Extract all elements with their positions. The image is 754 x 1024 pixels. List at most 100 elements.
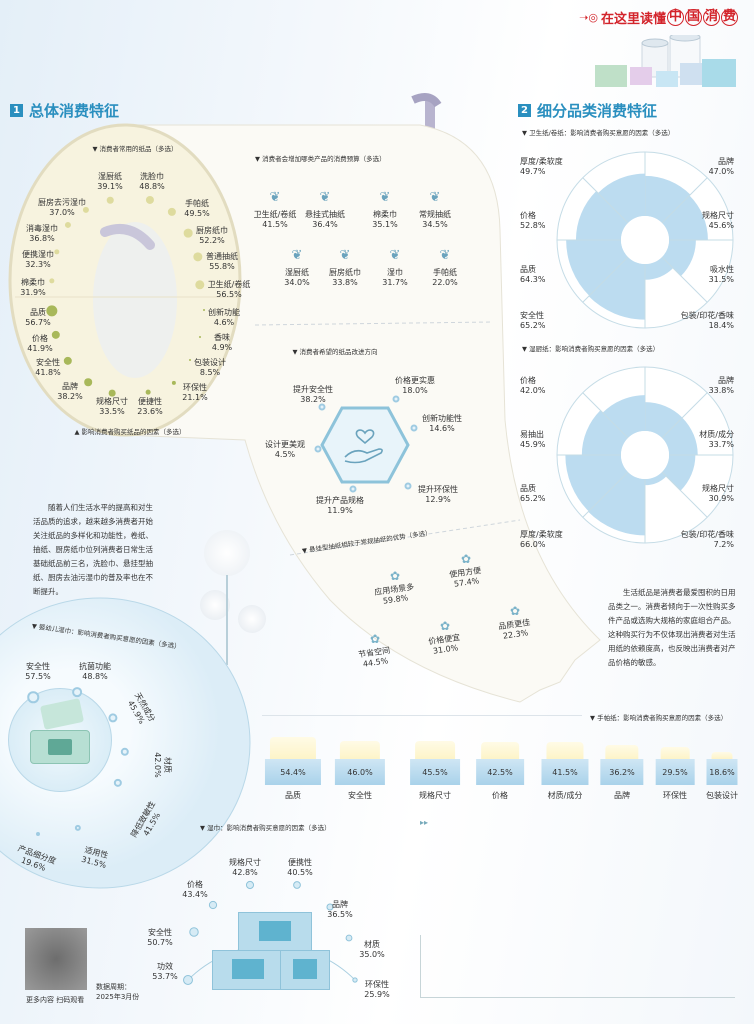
item-label: 环保性 <box>182 383 207 392</box>
item-label: 品牌 <box>718 376 734 385</box>
qr-code[interactable] <box>25 928 87 990</box>
item-label: 品质 <box>520 484 536 493</box>
decorative-frame-line <box>420 935 735 998</box>
item-value: 36.4% <box>312 220 338 229</box>
radial-bar-品牌 <box>645 175 691 224</box>
radial-divider <box>582 471 629 518</box>
budget-title: ▼ 消费者会增加哪类产品的消费预算（多选） <box>255 155 386 163</box>
item-value: 41.9% <box>27 344 53 353</box>
bar-value: 54.4% <box>264 759 322 785</box>
item-label: 洗脸巾 <box>139 172 164 181</box>
cotton-icon: ✿ <box>369 632 381 646</box>
bar-value: 41.5% <box>541 759 589 785</box>
cotton-icon: ✿ <box>460 552 472 566</box>
bubble-icon <box>120 747 130 757</box>
value-dot <box>189 359 191 361</box>
leaf-icon: ❦ <box>439 248 451 263</box>
item-label: 湿厨纸 <box>284 268 309 277</box>
radial-divider <box>582 392 629 439</box>
kitchen-wet-paper-chart-title: ▼ 湿厨纸：影响消费者购买意愿的因素（多选） <box>522 345 660 353</box>
radial-bar-吸水性 <box>661 240 696 276</box>
item-label: 普通抽纸 <box>206 252 238 261</box>
bubble-icon <box>72 687 82 697</box>
item-label: 价格 <box>31 334 48 343</box>
radial-bar-包装/印花/香味 <box>645 471 667 486</box>
item-label: 便捷性 <box>137 397 162 406</box>
item-value: 38.2% <box>300 395 326 404</box>
bar-value: 29.5% <box>655 759 695 785</box>
item-label: 创新功能 <box>208 308 240 317</box>
item-label: 品牌 <box>718 157 734 166</box>
bar-label: 规格尺寸 <box>419 791 451 800</box>
header-char: 国 <box>685 9 702 26</box>
item-label: 香味 <box>213 333 230 342</box>
item-value: 32.3% <box>25 260 51 269</box>
bar-value: 46.0% <box>334 759 386 785</box>
item-value: 66.0% <box>520 540 546 549</box>
bar-label: 安全性 <box>348 791 372 800</box>
bubble-icon <box>108 713 118 723</box>
radial-divider <box>661 256 708 303</box>
item-value: 4.6% <box>213 318 235 327</box>
value-dot <box>82 206 90 214</box>
item-value: 33.5% <box>99 407 125 416</box>
item-label: 抗菌功能 <box>79 662 111 671</box>
right-paragraph: 生活纸品是消费者最爱囤积的日用品类之一。消费者倾向于一次性购买多件产品或选购大规… <box>608 588 736 667</box>
item-label: 品质 <box>520 265 536 274</box>
bar-value: 42.5% <box>476 759 524 785</box>
improve-title: ▼ 消费者希望的纸品改进方向 <box>292 348 378 356</box>
item-value: 34.5% <box>422 220 448 229</box>
value-dot <box>193 252 203 262</box>
item-value: 56.5% <box>216 290 242 299</box>
item-value: 35.0% <box>359 950 385 959</box>
wet-wipes-chart-title: ▼ 湿巾：影响消费者购买意愿的因素（多选） <box>200 824 331 832</box>
item-label: 价格 <box>520 376 536 385</box>
arrow-target-icon: ➝◎ <box>579 11 598 24</box>
leaf-icon: ❦ <box>429 190 441 205</box>
value-dot <box>46 305 58 317</box>
value-dot <box>208 900 218 910</box>
item-value: 37.0% <box>49 208 75 217</box>
value-dot <box>171 380 177 386</box>
toilet-paper-radial-chart <box>556 151 734 329</box>
item-value: 48.8% <box>139 182 165 191</box>
leaf-icon: ❦ <box>291 248 303 263</box>
item-label: 材质 <box>163 756 172 773</box>
bubble-icon <box>113 778 123 788</box>
item-value: 34.0% <box>284 278 310 287</box>
item-value: 65.2% <box>520 494 546 503</box>
item-label: 安全性 <box>147 928 172 937</box>
item-label: 手帕纸 <box>432 268 457 277</box>
item-label: 安全性 <box>520 311 544 320</box>
radial-divider <box>661 392 708 439</box>
bubble-icon <box>318 403 326 411</box>
item-value: 12.9% <box>425 495 451 504</box>
item-label: 品牌 <box>331 900 348 909</box>
item-label: 厨房纸巾 <box>329 268 361 277</box>
item-value: 31.9% <box>20 288 46 297</box>
item-label: 手帕纸 <box>184 199 209 208</box>
bar-value: 18.6% <box>706 759 738 785</box>
item-label: 厚度/柔软度 <box>520 530 563 539</box>
item-label: 安全性 <box>35 358 60 367</box>
value-dot <box>293 881 301 889</box>
